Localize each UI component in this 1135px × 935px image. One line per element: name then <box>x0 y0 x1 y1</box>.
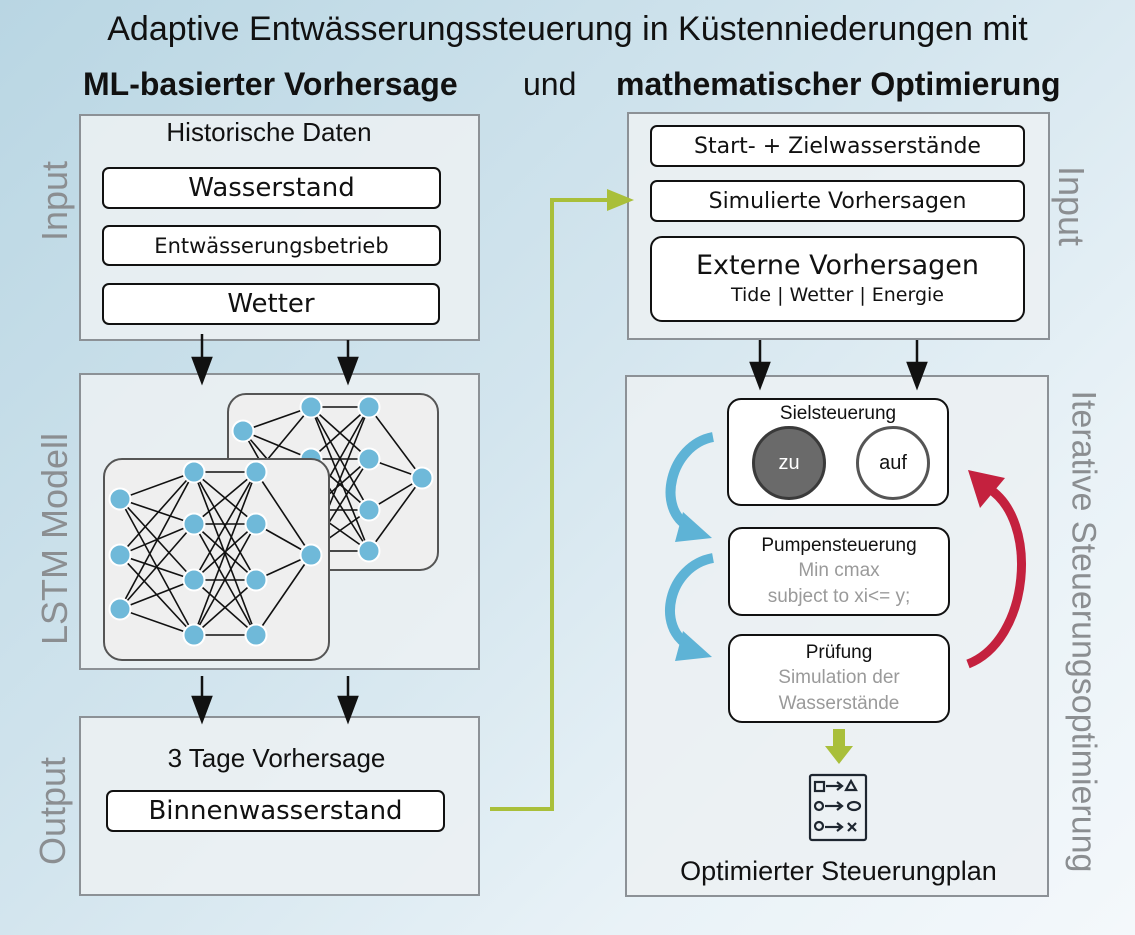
network-edge <box>119 579 195 610</box>
network-node <box>357 498 381 522</box>
title-part2: mathematischer Optimierung <box>616 66 1061 102</box>
input-box-wasserstand: Wasserstand <box>102 167 441 209</box>
vorhersage-title: 3 Tage Vorhersage <box>167 743 386 773</box>
network-node <box>231 419 255 443</box>
externe-title: Externe Vorhersagen <box>696 250 979 281</box>
network-node <box>182 623 206 647</box>
network-node <box>182 568 206 592</box>
network-edge <box>255 554 312 636</box>
input-box-simulierte: Simulierte Vorhersagen <box>650 180 1025 222</box>
network-edge <box>255 471 312 556</box>
network-edge <box>193 579 257 636</box>
network-node <box>108 487 132 511</box>
pruef-line1: Simulation der <box>778 667 900 688</box>
input-box-wetter: Wetter <box>102 283 440 325</box>
neural-network-icon <box>103 393 439 661</box>
network-edge <box>119 471 195 610</box>
network-edge <box>193 471 257 525</box>
optimierter-plan-label: Optimierter Steuerungplan <box>680 856 997 886</box>
historische-daten-title: Historische Daten <box>166 117 372 147</box>
network-edge <box>242 406 312 432</box>
network-node <box>299 543 323 567</box>
network-node <box>299 395 323 419</box>
network-node <box>244 623 268 647</box>
title-part1: ML-basierter Vorhersage <box>83 66 458 102</box>
network-edge <box>242 430 312 460</box>
green-down-arrow-icon <box>825 729 853 764</box>
network-edge <box>119 471 195 500</box>
network-node <box>244 460 268 484</box>
network-edge <box>193 523 257 636</box>
externe-sub: Tide | Wetter | Energie <box>730 284 945 306</box>
network-node <box>108 597 132 621</box>
network-edge <box>119 498 195 525</box>
input-box-entwaesserungsbetrieb: Entwässerungsbetrieb <box>102 225 441 266</box>
network-node <box>182 512 206 536</box>
siel-auf-label: auf <box>879 451 907 474</box>
network-edge <box>368 477 423 552</box>
title-line1: Adaptive Entwässerungssteuerung in Küste… <box>107 10 1028 48</box>
feedback-arrow-icon <box>966 470 1026 669</box>
network-edge <box>119 523 195 610</box>
network-edge <box>310 406 370 460</box>
pumpen-line2: subject to xi<= y; <box>767 586 911 607</box>
siel-zu-button: zu <box>752 426 826 500</box>
pruefung-box: Prüfung Simulation der Wasserstände <box>728 634 950 723</box>
network-edge <box>368 406 423 479</box>
control-plan-icon <box>808 773 868 842</box>
pumpen-line1: Min cmax <box>798 560 880 581</box>
network-edge <box>119 471 195 556</box>
pumpensteuerung-title: Pumpensteuerung <box>761 535 917 556</box>
network-node <box>182 460 206 484</box>
green-connector-arrow <box>490 189 634 811</box>
network-node <box>410 466 434 490</box>
network-node <box>244 568 268 592</box>
network-edge <box>193 471 257 636</box>
output-box-binnenwasserstand: Binnenwasserstand <box>106 790 445 832</box>
sielsteuerung-title: Sielsteuerung <box>779 403 897 424</box>
siel-auf-button: auf <box>856 426 930 500</box>
input-box-start-ziel: Start- + Zielwasserstände <box>650 125 1025 167</box>
pruef-line2: Wasserstände <box>778 693 900 714</box>
arrow-down-icon <box>191 334 928 725</box>
siel-zu-label: zu <box>778 451 800 474</box>
network-node <box>357 539 381 563</box>
network-node <box>357 395 381 419</box>
input-box-externe: Externe Vorhersagen Tide | Wetter | Ener… <box>650 236 1025 322</box>
network-node <box>244 512 268 536</box>
pumpensteuerung-box: Pumpensteuerung Min cmax subject to xi<=… <box>728 527 950 616</box>
network-edge <box>119 608 195 636</box>
cycle-arrow-icon <box>665 432 715 651</box>
network-node <box>357 447 381 471</box>
pruefung-title: Prüfung <box>805 642 873 663</box>
network-edge <box>193 471 257 581</box>
title-conj: und <box>523 66 577 102</box>
network-node <box>108 543 132 567</box>
